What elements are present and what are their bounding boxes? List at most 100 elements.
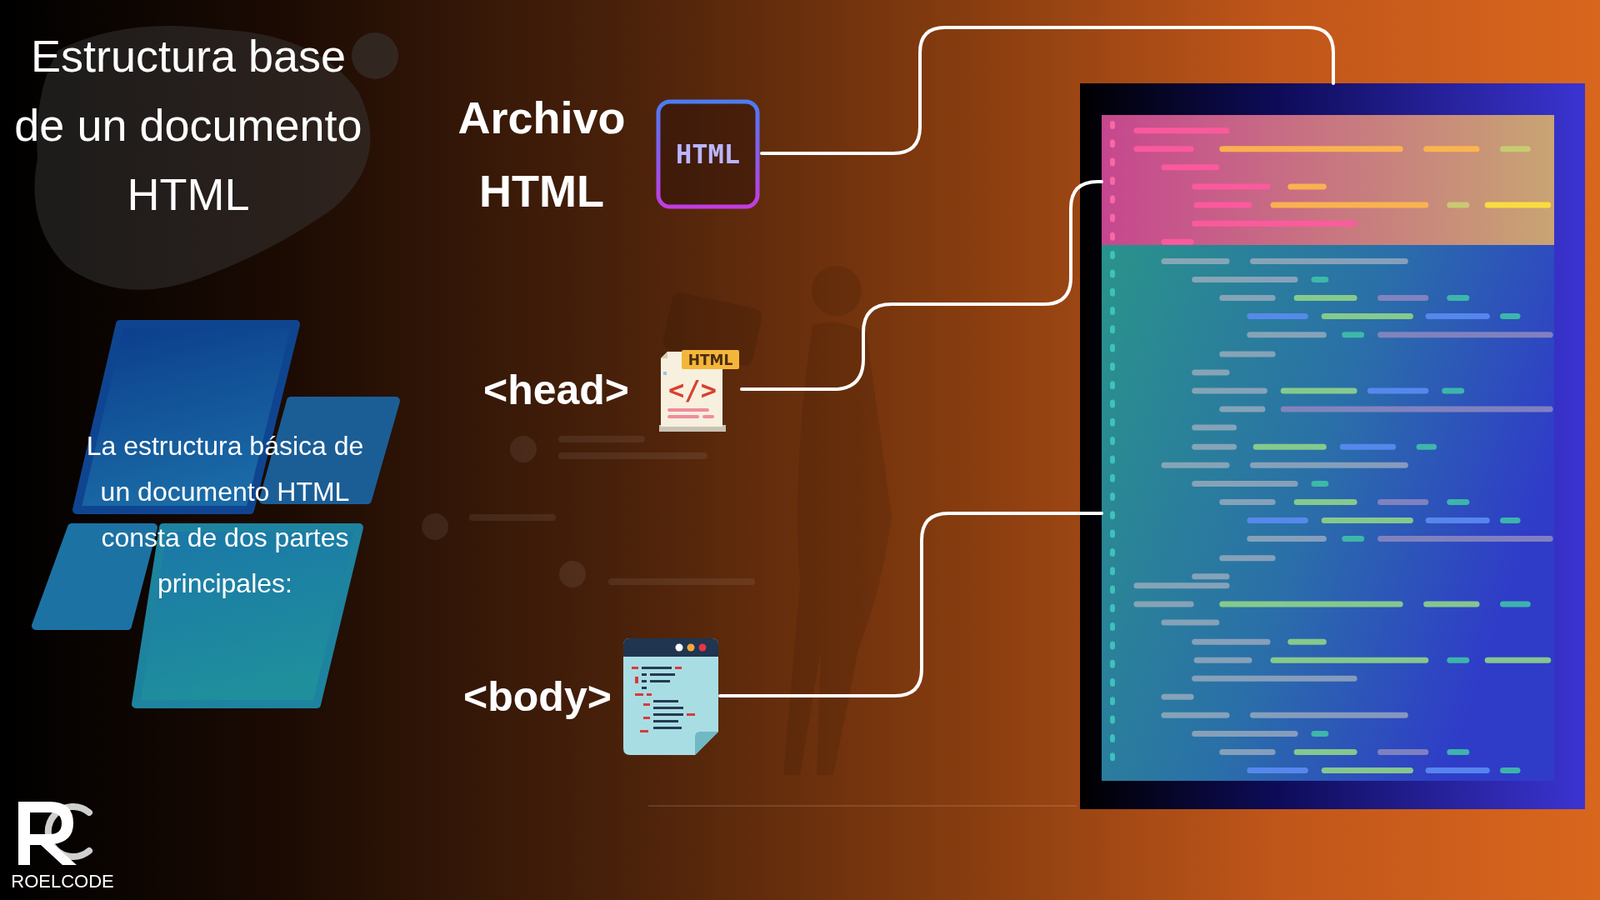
code-line	[1321, 313, 1414, 320]
body-wire	[720, 513, 1102, 696]
code-line	[1160, 239, 1194, 245]
code-line	[1110, 436, 1115, 445]
code-line	[1191, 220, 1357, 227]
code-line	[1446, 749, 1470, 755]
code-line	[1110, 139, 1115, 148]
head-icon-tag-wrap: HTML	[681, 350, 740, 370]
code-line	[1340, 444, 1396, 450]
body-label-wrap: <body>	[454, 633, 621, 760]
code-line	[1110, 306, 1115, 315]
code-line	[1191, 573, 1230, 580]
code-line	[1425, 517, 1490, 524]
intro-text-wrap: La estructura básica de un documento HTM…	[75, 423, 375, 607]
code-line	[1160, 462, 1230, 469]
code-line	[1191, 675, 1357, 682]
code-line	[1191, 369, 1230, 375]
code-line	[1191, 425, 1237, 431]
code-line	[1250, 712, 1409, 719]
code-line	[1425, 313, 1490, 320]
code-line	[1250, 462, 1409, 469]
code-line	[1246, 535, 1327, 542]
code-line	[1294, 295, 1358, 301]
code-line	[1219, 555, 1275, 561]
head-node: <head> HTML </>	[466, 333, 750, 446]
connector-wires	[720, 27, 1334, 696]
code-line	[1110, 232, 1115, 241]
code-line	[1377, 295, 1429, 301]
code-line	[1310, 730, 1329, 737]
code-line	[1377, 331, 1554, 338]
code-line	[1110, 678, 1115, 687]
brand-name: ROELCODE	[10, 870, 114, 893]
intro-panel: La estructura básica de un documento HTM…	[33, 320, 400, 709]
code-line	[1110, 214, 1115, 223]
code-line	[1110, 492, 1115, 501]
code-line	[1321, 767, 1414, 774]
code-line	[1500, 145, 1531, 152]
code-line	[1110, 120, 1115, 130]
code-line	[1446, 499, 1470, 505]
head-wire	[741, 181, 1102, 390]
code-line	[1160, 619, 1220, 625]
head-label-wrap: <head>	[466, 333, 646, 446]
code-line	[1110, 269, 1115, 278]
code-line	[1110, 380, 1115, 390]
code-lines	[1110, 120, 1554, 774]
code-line	[1485, 202, 1552, 209]
code-line	[1191, 639, 1270, 645]
code-line	[1377, 535, 1554, 542]
code-line	[1194, 202, 1253, 209]
code-line	[1191, 276, 1298, 283]
code-line	[1416, 444, 1437, 450]
code-line	[1110, 548, 1115, 557]
code-line	[1485, 657, 1552, 664]
code-line	[1294, 749, 1358, 755]
editor-head-section	[1101, 115, 1555, 245]
code-line	[1191, 730, 1298, 737]
code-line	[1110, 195, 1115, 204]
code-line	[1160, 164, 1220, 170]
code-line	[1246, 767, 1308, 774]
head-icon-code-wrap: </>	[662, 375, 723, 405]
code-line	[1377, 749, 1429, 755]
code-line	[1246, 313, 1308, 320]
code-line	[1191, 444, 1237, 450]
code-line	[1446, 657, 1470, 664]
body-window-icon-svg	[623, 638, 719, 755]
html-icon-text: HTML	[675, 139, 740, 170]
code-line	[1500, 517, 1520, 524]
file-node: Archivo HTML HTML	[433, 79, 767, 230]
code-line	[1110, 696, 1115, 705]
code-line	[1110, 734, 1115, 743]
file-label: Archivo HTML	[441, 80, 642, 228]
code-line	[1110, 640, 1115, 650]
code-line	[1110, 585, 1115, 595]
code-line	[1110, 474, 1115, 483]
code-line	[1219, 350, 1275, 357]
page-title: Estructura base de un documento HTML	[5, 21, 372, 230]
code-line	[1110, 176, 1115, 185]
code-line	[1219, 749, 1275, 755]
code-line	[1446, 202, 1470, 209]
code-line	[1310, 276, 1329, 283]
code-line	[1287, 639, 1327, 645]
code-line	[1160, 694, 1194, 700]
code-line	[1219, 499, 1275, 505]
editor-body-section	[1101, 245, 1555, 781]
brand-name-wrap: ROELCODE	[4, 870, 121, 894]
ground-line	[648, 805, 1077, 807]
code-line	[1160, 258, 1230, 265]
code-line	[1110, 622, 1115, 631]
code-line	[1446, 295, 1470, 301]
code-line	[1110, 158, 1115, 167]
code-line	[1270, 202, 1429, 209]
code-line	[1110, 604, 1115, 613]
code-line	[1500, 600, 1531, 607]
code-line	[1110, 418, 1115, 427]
code-line	[1310, 480, 1329, 487]
code-line	[1377, 499, 1429, 505]
code-line	[1110, 530, 1115, 539]
code-line	[1219, 406, 1265, 413]
code-line	[1110, 510, 1115, 520]
